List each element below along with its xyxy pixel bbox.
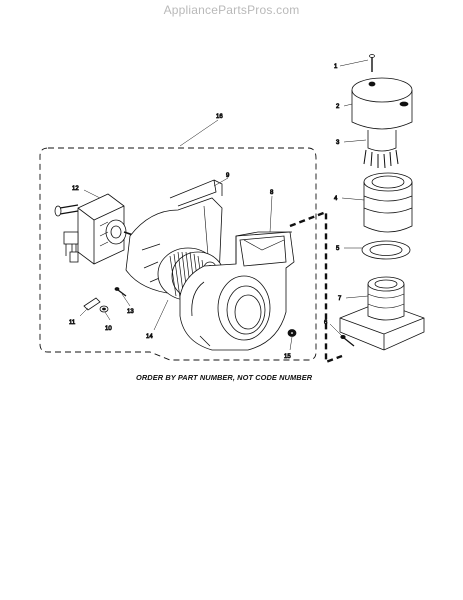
callout-7: 7 — [338, 296, 342, 302]
callout-8: 8 — [270, 190, 274, 196]
callout-2: 2 — [336, 104, 340, 110]
callout-13: 13 — [127, 309, 134, 315]
callout-6: 6 — [324, 320, 328, 326]
callout-5: 5 — [336, 246, 340, 252]
gasket-part-5 — [361, 240, 411, 260]
callout-14: 14 — [146, 334, 153, 340]
blower-housing-part-8 — [179, 231, 295, 351]
assembly-boundary — [39, 147, 317, 361]
callout-4: 4 — [334, 196, 338, 202]
leader-lines — [79, 59, 369, 351]
screw-part-13 — [114, 287, 127, 297]
site-watermark: AppliancePartsPros.com — [163, 3, 300, 17]
callout-3: 3 — [336, 140, 340, 146]
assembly-bracket — [289, 210, 343, 364]
base-adapter-part-7 — [339, 276, 425, 351]
callout-16: 16 — [216, 114, 223, 120]
nut-part-15 — [287, 329, 297, 337]
screw-part-1 — [369, 54, 375, 72]
callout-1: 1 — [334, 64, 338, 70]
screw-part-6 — [340, 334, 355, 347]
callout-15: 15 — [284, 354, 291, 360]
washer-part-10 — [99, 305, 109, 313]
callout-9: 9 — [226, 173, 230, 179]
filter-ring-part-4 — [363, 172, 413, 233]
order-note: ORDER BY PART NUMBER, NOT CODE NUMBER — [136, 373, 313, 382]
callout-12: 12 — [72, 186, 79, 192]
callout-10: 10 — [105, 326, 112, 332]
cap-part-2 — [351, 77, 413, 130]
connector-part-3 — [363, 130, 399, 169]
bracket-part-11 — [83, 297, 101, 311]
callout-11: 11 — [69, 320, 76, 326]
motor-part-12 — [54, 193, 137, 265]
